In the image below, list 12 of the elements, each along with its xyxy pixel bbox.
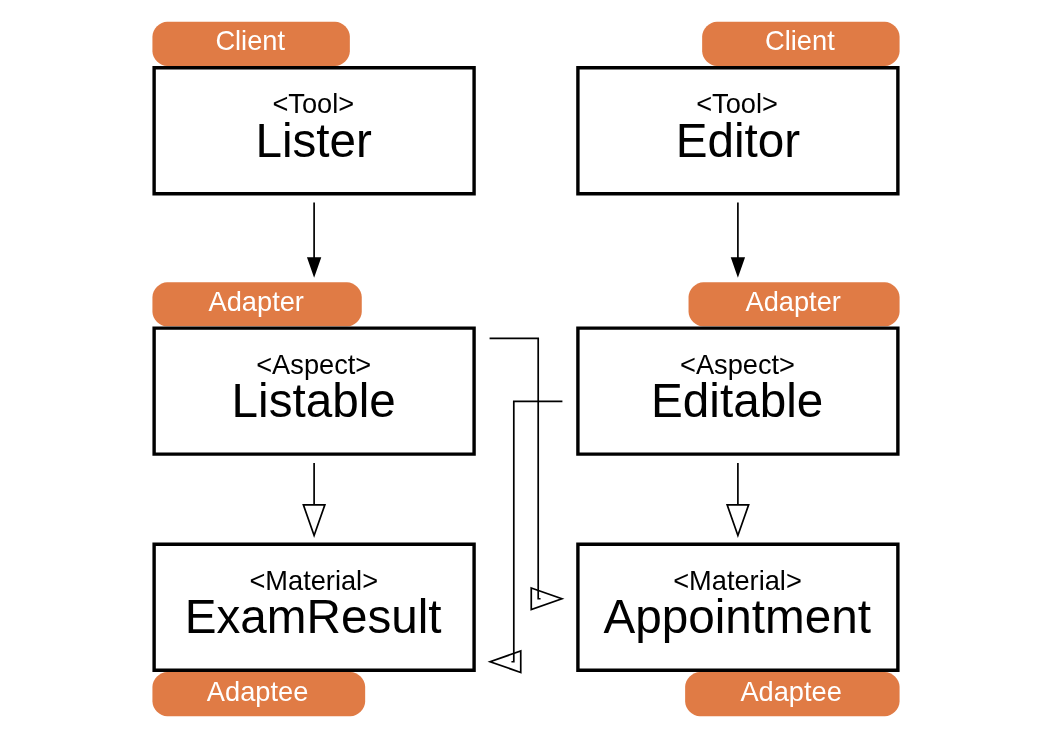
node-label: Adaptee <box>740 675 842 707</box>
node-label: Client <box>765 25 835 57</box>
arrow <box>302 462 327 539</box>
arrow <box>487 400 564 674</box>
node-label: Adapter <box>208 285 304 317</box>
arrow <box>306 201 322 278</box>
node-label: Adaptee <box>206 675 309 707</box>
arrow <box>725 462 750 539</box>
arrow <box>488 337 565 611</box>
node-label: Adapter <box>745 285 841 317</box>
node-label: Client <box>215 25 285 57</box>
arrow <box>730 201 746 278</box>
